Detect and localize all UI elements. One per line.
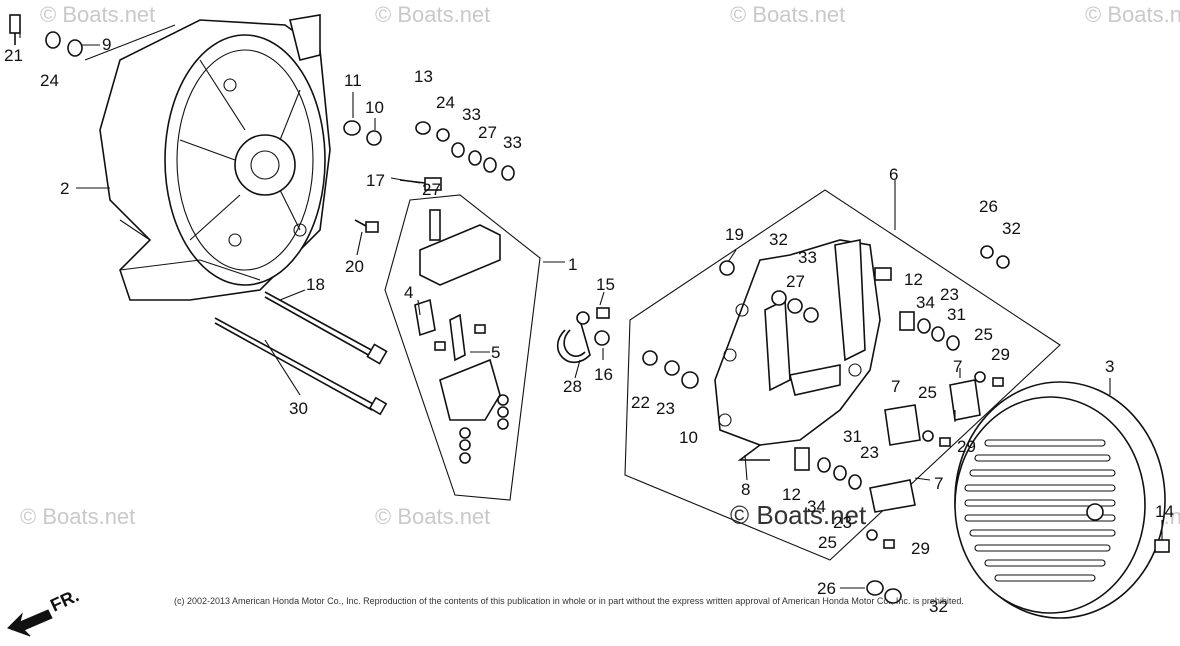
watermark: © Boats.net (1085, 2, 1180, 27)
callout-20: 20 (345, 257, 364, 276)
watermarks: © Boats.net © Boats.net © Boats.net © Bo… (20, 2, 1180, 530)
watermark: © Boats.net (375, 2, 490, 27)
callout-29: 29 (957, 437, 976, 456)
front-direction-indicator: FR. (7, 585, 82, 637)
callout-11: 11 (344, 71, 362, 90)
watermark: © Boats.net (375, 504, 490, 529)
callout-23: 23 (833, 513, 852, 532)
callout-34: 34 (807, 497, 826, 516)
callout-7: 7 (934, 474, 943, 493)
callout-1: 1 (568, 255, 577, 274)
callout-23: 23 (860, 443, 879, 462)
callout-25: 25 (818, 533, 837, 552)
callout-25: 25 (918, 383, 937, 402)
callout-27: 27 (478, 123, 497, 142)
callout-29: 29 (991, 345, 1010, 364)
callout-15: 15 (596, 275, 615, 294)
end-cover (866, 381, 1170, 619)
callout-7: 7 (891, 377, 900, 396)
callout-33: 33 (503, 133, 522, 152)
callout-12: 12 (904, 270, 923, 289)
callout-19: 19 (725, 225, 744, 244)
callout-21: 21 (4, 46, 23, 65)
callout-28: 28 (563, 377, 582, 396)
callout-10: 10 (365, 98, 384, 117)
callout-6: 6 (889, 165, 898, 184)
callout-24: 24 (40, 71, 59, 90)
callout-8: 8 (741, 480, 750, 499)
callout-18: 18 (306, 275, 325, 294)
callout-33: 33 (798, 248, 817, 267)
through-bolts (214, 291, 388, 416)
callout-14: 14 (1155, 502, 1174, 521)
callout-22: 22 (631, 393, 650, 412)
callout-26: 26 (817, 579, 836, 598)
wire-clamp (557, 307, 610, 363)
callout-12: 12 (782, 485, 801, 504)
callout-24: 24 (436, 93, 455, 112)
callout-30: 30 (289, 399, 308, 418)
callout-26: 26 (979, 197, 998, 216)
callout-23: 23 (656, 399, 675, 418)
cover-vents (964, 439, 1116, 582)
callouts: 21 24 9 2 11 10 20 17 13 24 33 27 33 27 … (4, 35, 1174, 616)
callout-27: 27 (786, 272, 805, 291)
watermark: © Boats.net (20, 504, 135, 529)
callout-17: 17 (366, 171, 385, 190)
direction-label: FR. (47, 585, 82, 615)
callout-27: 27 (422, 180, 441, 199)
watermark: © Boats.net (730, 2, 845, 27)
callout-10: 10 (679, 428, 698, 447)
fasteners-top-left (9, 14, 176, 61)
callout-3: 3 (1105, 357, 1114, 376)
callout-4: 4 (404, 283, 413, 302)
callout-31: 31 (843, 427, 862, 446)
copyright-notice: (c) 2002-2013 American Honda Motor Co., … (174, 596, 964, 606)
plate-group (624, 189, 1061, 561)
callout-9: 9 (102, 35, 111, 54)
watermark: © Boats.net (40, 2, 155, 27)
callout-32: 32 (929, 597, 948, 616)
callout-13: 13 (414, 67, 433, 86)
callout-32: 32 (769, 230, 788, 249)
callout-34: 34 (916, 293, 935, 312)
brush-holder-group (384, 194, 541, 501)
callout-23: 23 (940, 285, 959, 304)
callout-2: 2 (60, 179, 69, 198)
leader-lines (19, 30, 1163, 589)
housing-illustration (99, 14, 331, 301)
callout-29: 29 (911, 539, 930, 558)
callout-25: 25 (974, 325, 993, 344)
callout-16: 16 (594, 365, 613, 384)
callout-31: 31 (947, 305, 966, 324)
callout-33: 33 (462, 105, 481, 124)
callout-5: 5 (491, 343, 500, 362)
small-hardware (343, 120, 515, 233)
callout-7: 7 (953, 357, 962, 376)
callout-32: 32 (1002, 219, 1021, 238)
center-watermark: © Boats.net (730, 500, 867, 530)
